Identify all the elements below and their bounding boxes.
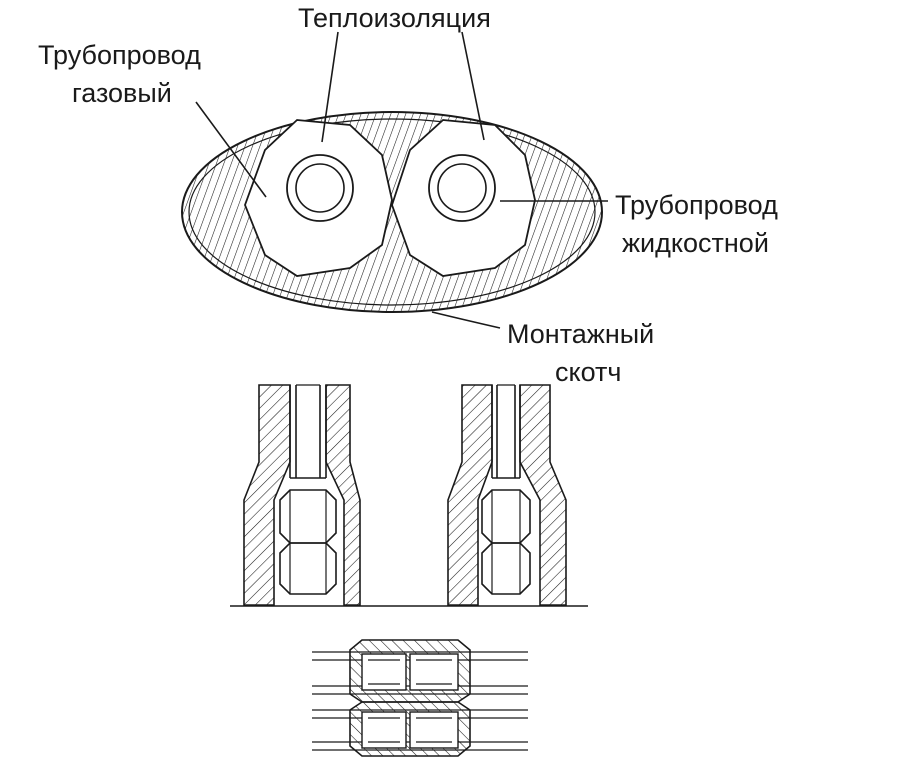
liquid-pipe-label-2: жидкостной [622,228,769,258]
tape-wrap [181,111,603,313]
gas-pipe-insulation [244,119,393,277]
gas-pipe-label-2: газовый [72,78,172,108]
gas-pipe-label-1: Трубопровод [38,40,201,70]
insulation-label: Теплоизоляция [298,3,491,33]
tape-label-2: скотч [555,357,621,387]
leader-lines [195,31,608,329]
liquid-pipe-insulation [391,119,536,277]
tape-label-1: Монтажный [507,319,654,349]
horizontal-connection [312,639,528,757]
bundle-cross-section [181,111,603,313]
liquid-pipe-section [447,384,567,606]
liquid-pipe-label-1: Трубопровод [615,190,778,220]
liquid-pipe-inner [437,163,487,213]
gas-pipe-inner [295,163,345,213]
longitudinal-sections [230,384,588,607]
gas-pipe-section [243,384,361,606]
